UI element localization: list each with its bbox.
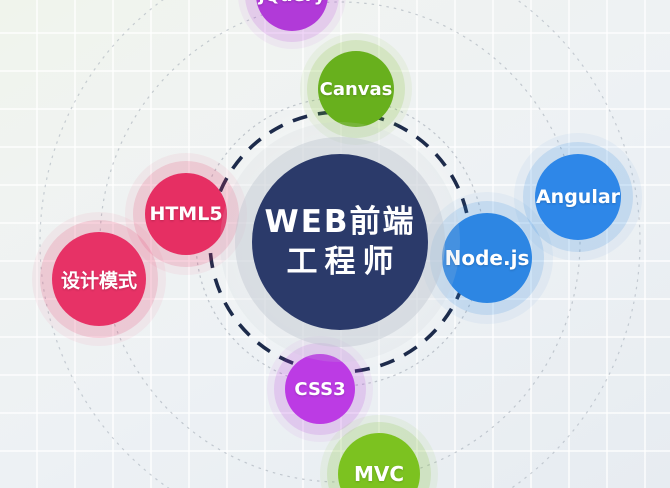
bubble-mvc-label: MVC bbox=[353, 462, 405, 486]
bubble-css3: CSS3 bbox=[285, 354, 355, 424]
bubble-nodejs: Node.js bbox=[442, 213, 532, 303]
bubble-css3-label: CSS3 bbox=[294, 378, 346, 400]
center-title-line2: 工程师 bbox=[286, 244, 401, 280]
center-title-line1: WEB前端 bbox=[264, 203, 416, 240]
bubble-angular-label: Angular bbox=[535, 186, 621, 208]
bubble-canvas: Canvas bbox=[318, 51, 394, 127]
bubble-html5-label: HTML5 bbox=[149, 203, 223, 225]
center-node-web-frontend-engineer: WEB前端 工程师 bbox=[252, 154, 428, 330]
bubble-nodejs-label: Node.js bbox=[444, 246, 530, 270]
bubble-angular: Angular bbox=[535, 154, 621, 240]
bubble-html5: HTML5 bbox=[145, 173, 227, 255]
bubble-design-patterns-label: 设计模式 bbox=[60, 269, 137, 292]
bubble-canvas-label: Canvas bbox=[319, 78, 393, 100]
dotted-ring-outer2 bbox=[39, 0, 641, 488]
bubble-jquery-label: jQuery bbox=[258, 0, 325, 6]
bubble-design-patterns: 设计模式 bbox=[52, 232, 146, 326]
